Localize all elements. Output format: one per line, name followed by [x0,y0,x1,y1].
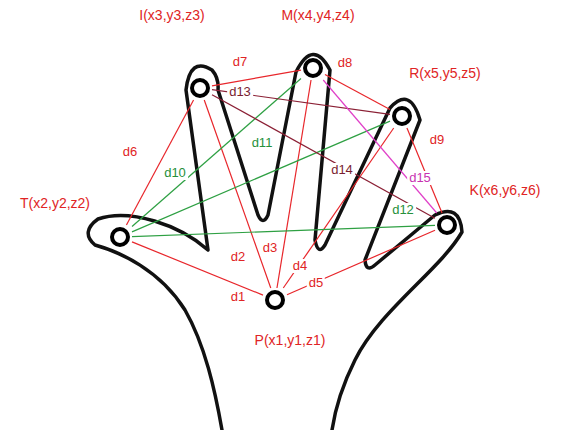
distance-line [212,95,435,219]
point-label: T(x2,y2,z2) [20,195,90,211]
distance-line [132,225,435,236]
fingertip-marker: P(x1,y1,z1) [263,288,287,312]
marker-circle [439,217,455,233]
point-label: K(x6,y6,z6) [470,182,541,198]
distance-label: d12 [390,203,416,217]
marker-circle [394,108,410,124]
distance-label: d5 [307,276,325,290]
distance-label: d4 [291,259,309,273]
distance-label: d2 [229,250,247,264]
fingertip-marker: M(x4,y4,z4) [301,56,325,80]
distance-line [204,100,271,288]
point-label: I(x3,y3,z3) [139,7,204,23]
hand-outline-path [88,54,462,430]
distance-label: d14 [329,163,355,177]
fingertip-marker: R(x5,y5,z5) [390,104,414,128]
marker-ring [435,213,459,237]
distance-label: d1 [229,290,247,304]
marker-ring [390,104,414,128]
marker-circle [112,229,128,245]
distance-line [325,74,390,109]
distance-line [323,80,437,213]
distance-line [132,242,263,295]
distance-label: d6 [121,145,139,159]
point-label: M(x4,y4,z4) [281,7,354,23]
distance-line [126,100,193,225]
fingertip-marker: I(x3,y3,z3) [188,76,212,100]
point-label: P(x1,y1,z1) [255,332,326,348]
distance-label: d11 [250,136,275,150]
distance-line [283,128,393,288]
distance-label: d13 [227,85,253,99]
marker-circle [305,60,321,76]
marker-ring [263,288,287,312]
distance-line [277,80,311,288]
distance-label: d9 [428,133,446,147]
distance-line [212,70,301,86]
distance-line [287,230,435,295]
fingertip-marker: K(x6,y6,z6) [435,213,459,237]
marker-ring [108,225,132,249]
distance-line [132,79,301,227]
distance-label: d10 [162,166,188,180]
distance-label: d7 [231,55,249,69]
fingertip-marker: T(x2,y2,z2) [108,225,132,249]
marker-circle [192,80,208,96]
marker-ring [188,76,212,100]
marker-circle [267,292,283,308]
distance-line [132,121,390,232]
marker-ring [301,56,325,80]
point-label: R(x5,y5,z5) [409,65,481,81]
distance-label: d15 [407,171,433,185]
distance-label: d3 [261,241,279,255]
distance-label: d8 [336,56,354,70]
